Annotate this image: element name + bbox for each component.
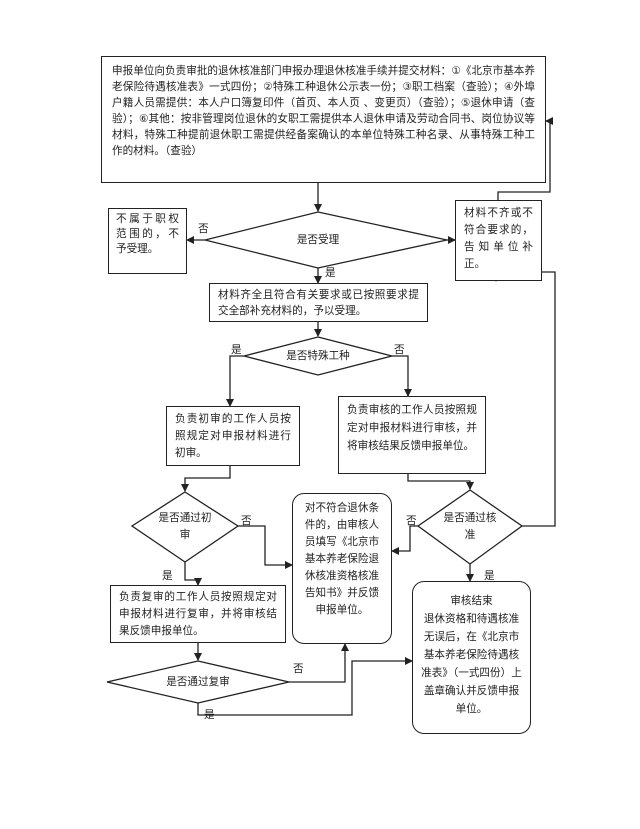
accepted-box: 材料齐全且符合有关要求或已按照要求提交全部补充材料的，予以受理。 <box>209 283 428 322</box>
label-special-no: 否 <box>394 344 405 356</box>
label-special-yes: 是 <box>231 344 242 356</box>
first-review-box: 负责初审的工作人员按照规定对申报材料进行初审。 <box>166 406 300 466</box>
label-first-pass-no: 否 <box>241 515 252 527</box>
recheck-pass-decision-text: 是否通过复审 <box>166 676 230 688</box>
arrow-first-review-to-pass <box>181 466 231 492</box>
label-accept-yes: 是 <box>325 267 336 279</box>
reject-notice-box: 对不符合退休条件的，由审核人员填写《北京市基本养老保险退休核准资格核准告知书》并… <box>292 493 392 644</box>
arrow-approve-pass-no <box>391 525 418 555</box>
approval-review-box: 负责审核的工作人员按照规定对申报材料进行审核，并将审核结果反馈申报单位。 <box>338 396 486 474</box>
arrow-special-no <box>392 355 412 397</box>
label-approve-pass-no: 否 <box>406 515 417 527</box>
arrow-approve-pass-to-incomplete <box>492 271 556 527</box>
label-recheck-no: 否 <box>293 663 304 675</box>
special-decision-shape <box>243 336 393 376</box>
arrow-approval-review-to-pass <box>407 474 474 490</box>
arrow-incomplete-to-submit <box>497 117 553 200</box>
arrow-recheck-no <box>289 643 349 683</box>
accept-decision-text: 是否受理 <box>296 234 340 246</box>
incomplete-materials-box: 材料不齐或不符合要求的，告知单位补正。 <box>455 200 542 281</box>
not-in-scope-box: 不属于职权范围的，不予受理。 <box>108 208 187 274</box>
end-box: 审核结束 退休资格和待遇核准无误后，在《北京市基本养老保险待遇核准表》（一式四份… <box>412 581 531 734</box>
arrow-recheck-yes <box>197 657 413 716</box>
label-first-pass-yes: 是 <box>162 570 173 582</box>
arrow-first-pass-no <box>238 525 293 569</box>
first-pass-decision-text: 是否通过初审 <box>158 512 212 541</box>
label-accept-no: 否 <box>198 223 209 235</box>
label-recheck-yes: 是 <box>204 709 215 721</box>
recheck-box: 负责复审的工作人员按照规定对申报材料进行复审，并将审核结果反馈申报单位。 <box>110 585 286 643</box>
approve-pass-decision-text: 是否通过核准 <box>443 512 497 541</box>
arrow-first-pass-yes <box>184 562 202 586</box>
submit-materials-box: 申报单位向负责审批的退休核准部门申报办理退休核准手续并提交材料：①《北京市基本养… <box>101 56 546 183</box>
special-decision-text: 是否特殊工种 <box>286 350 350 362</box>
label-approve-pass-yes: 是 <box>484 570 495 582</box>
arrow-special-yes <box>226 355 244 407</box>
